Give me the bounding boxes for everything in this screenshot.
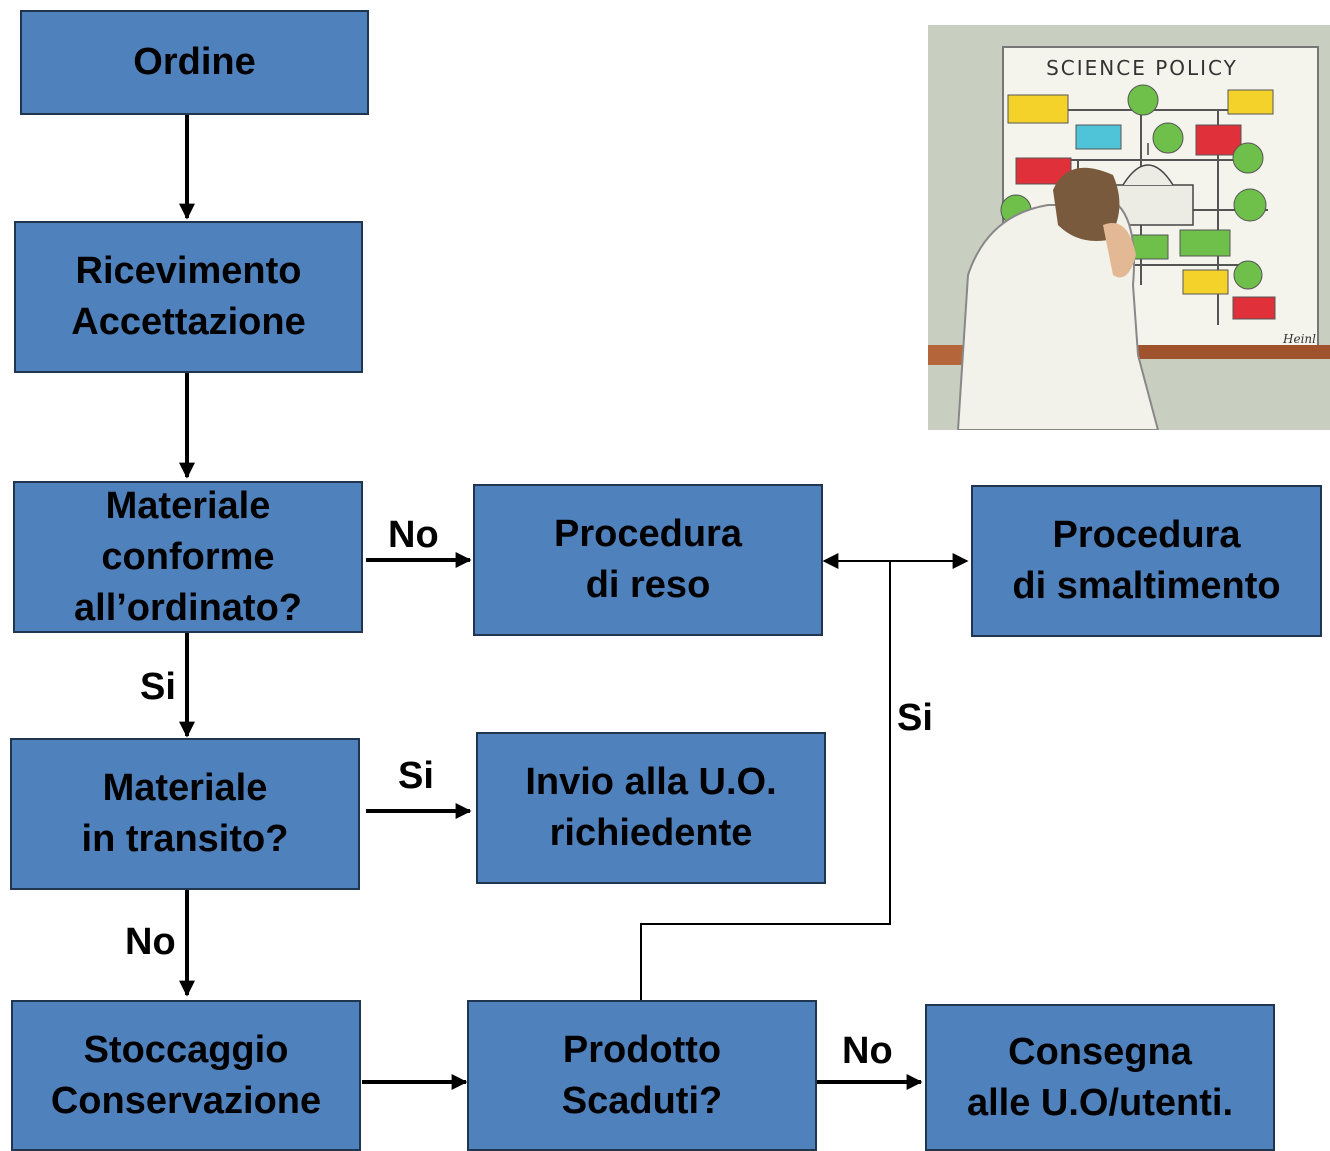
node-scaduti: Prodotto Scaduti? xyxy=(467,1000,817,1151)
node-ricevimento-label: Ricevimento Accettazione xyxy=(71,250,306,343)
label-transito-no: No xyxy=(125,921,176,963)
node-transito-label: Materiale in transito? xyxy=(81,767,289,860)
poster-title: SCIENCE POLICY xyxy=(1046,56,1238,80)
label-transito-si: Si xyxy=(398,755,434,797)
node-ordine-label: Ordine xyxy=(133,41,256,83)
label-conforme-si: Si xyxy=(140,666,176,708)
label-conforme-no: No xyxy=(388,514,439,556)
label-scaduti-si: Si xyxy=(897,697,933,739)
node-reso: Procedura di reso xyxy=(473,484,823,636)
artist-signature: Heinl xyxy=(1282,332,1316,346)
node-scaduti-label: Prodotto Scaduti? xyxy=(561,1028,723,1122)
node-conforme-label: Materiale conforme all’ordinato? xyxy=(74,484,302,629)
node-ordine: Ordine xyxy=(20,10,369,115)
node-reso-label: Procedura di reso xyxy=(554,513,742,606)
node-consegna-label: Consegna alle U.O/utenti. xyxy=(966,1030,1234,1124)
node-smaltimento: Procedura di smaltimento xyxy=(971,485,1322,637)
label-scaduti-no: No xyxy=(842,1030,893,1072)
node-transito: Materiale in transito? xyxy=(10,738,360,890)
science-policy-illustration: SCIENCE POLICY Heinl xyxy=(928,25,1330,430)
node-consegna: Consegna alle U.O/utenti. xyxy=(925,1004,1275,1151)
node-smaltimento-label: Procedura di smaltimento xyxy=(1012,514,1281,607)
node-ricevimento: Ricevimento Accettazione xyxy=(14,221,363,373)
node-stoccaggio-label: Stoccaggio Conservazione xyxy=(50,1028,322,1122)
node-stoccaggio: Stoccaggio Conservazione xyxy=(11,1000,361,1151)
connector-scaduti-si xyxy=(640,561,891,1000)
node-invio-label: Invio alla U.O. richiedente xyxy=(525,761,777,854)
node-conforme: Materiale conforme all’ordinato? xyxy=(13,481,363,633)
node-invio: Invio alla U.O. richiedente xyxy=(476,732,826,884)
